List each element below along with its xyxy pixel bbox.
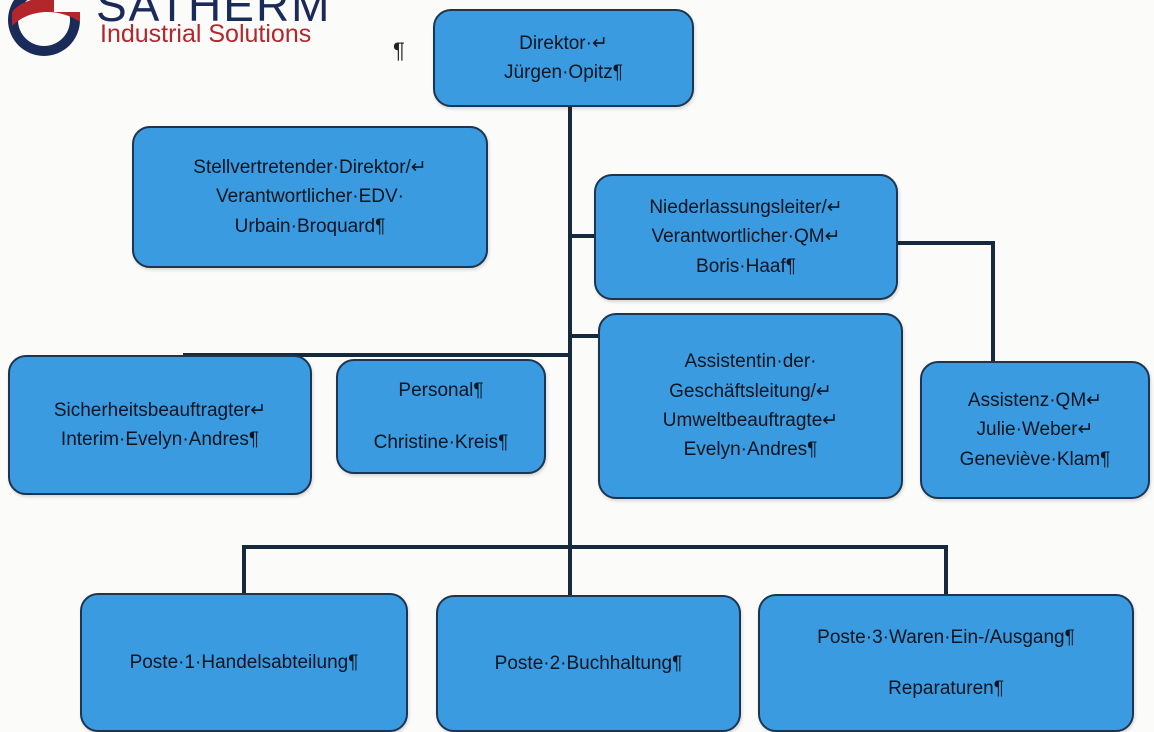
node-personnel[interactable]: Personal¶ Christine·Kreis¶ (336, 359, 546, 474)
node-text: Christine·Kreis¶ (373, 431, 509, 453)
node-text: Sicherheitsbeauftragter↵ (53, 399, 267, 421)
node-text: Jürgen·Opitz¶ (504, 62, 623, 83)
node-text: Geneviève·Klam¶ (959, 448, 1111, 470)
node-text: Poste·1·Handelsabteilung¶ (129, 651, 359, 673)
node-text: Julie·Weber↵ (976, 419, 1094, 441)
node-deputy-director[interactable]: Stellvertretender·Direktor/↵ Verantwortl… (132, 126, 488, 268)
node-text: Boris·Haaf¶ (696, 255, 796, 277)
node-text: Niederlassungsleiter/↵ (649, 196, 843, 218)
node-management-assistant[interactable]: Assistentin·der· Geschäftsleitung/↵ Umwe… (598, 313, 903, 499)
logo-tagline: Industrial Solutions (100, 20, 312, 48)
satherm-logo-icon (8, 0, 84, 56)
node-post-1[interactable]: Poste·1·Handelsabteilung¶ (80, 593, 408, 732)
node-text: Verantwortlicher·EDV· (216, 186, 404, 208)
node-text: Interim·Evelyn·Andres¶ (60, 429, 260, 450)
node-text: Assistenz·QM↵ (967, 389, 1103, 411)
node-branch-manager[interactable]: Niederlassungsleiter/↵ Verantwortlicher·… (594, 174, 898, 300)
node-post-2[interactable]: Poste·2·Buchhaltung¶ (436, 595, 741, 732)
node-post-3[interactable]: Poste·3·Waren·Ein-/Ausgang¶ Reparaturen¶ (758, 594, 1134, 732)
node-text: Poste·2·Buchhaltung¶ (494, 652, 683, 674)
node-text: Direktor·↵ (519, 32, 608, 54)
node-safety-officer[interactable]: Sicherheitsbeauftragter↵ Interim·Evelyn·… (8, 355, 312, 495)
node-text: Verantwortlicher·QM↵ (651, 226, 841, 248)
node-text: Geschäftsleitung/↵ (669, 380, 832, 402)
logo-wordmark: SATHERM (96, 0, 332, 31)
node-text: Umweltbeauftragte↵ (662, 410, 839, 431)
node-text: Urbain·Broquard¶ (234, 215, 386, 237)
node-text: Poste·3·Waren·Ein-/Ausgang¶ (817, 626, 1075, 648)
paragraph-mark: ¶ (393, 38, 405, 63)
company-logo: SATHERM Industrial Solutions ¶ (0, 0, 420, 70)
node-text: Assistentin·der· (684, 351, 817, 373)
node-text: Stellvertretender·Direktor/↵ (193, 156, 427, 178)
node-text: Evelyn·Andres¶ (683, 439, 818, 461)
node-text: Personal¶ (398, 380, 484, 402)
node-qm-assistant[interactable]: Assistenz·QM↵ Julie·Weber↵ Geneviève·Kla… (920, 361, 1150, 499)
node-text: Reparaturen¶ (888, 678, 1004, 699)
node-director[interactable]: Direktor·↵ Jürgen·Opitz¶ (433, 9, 694, 107)
